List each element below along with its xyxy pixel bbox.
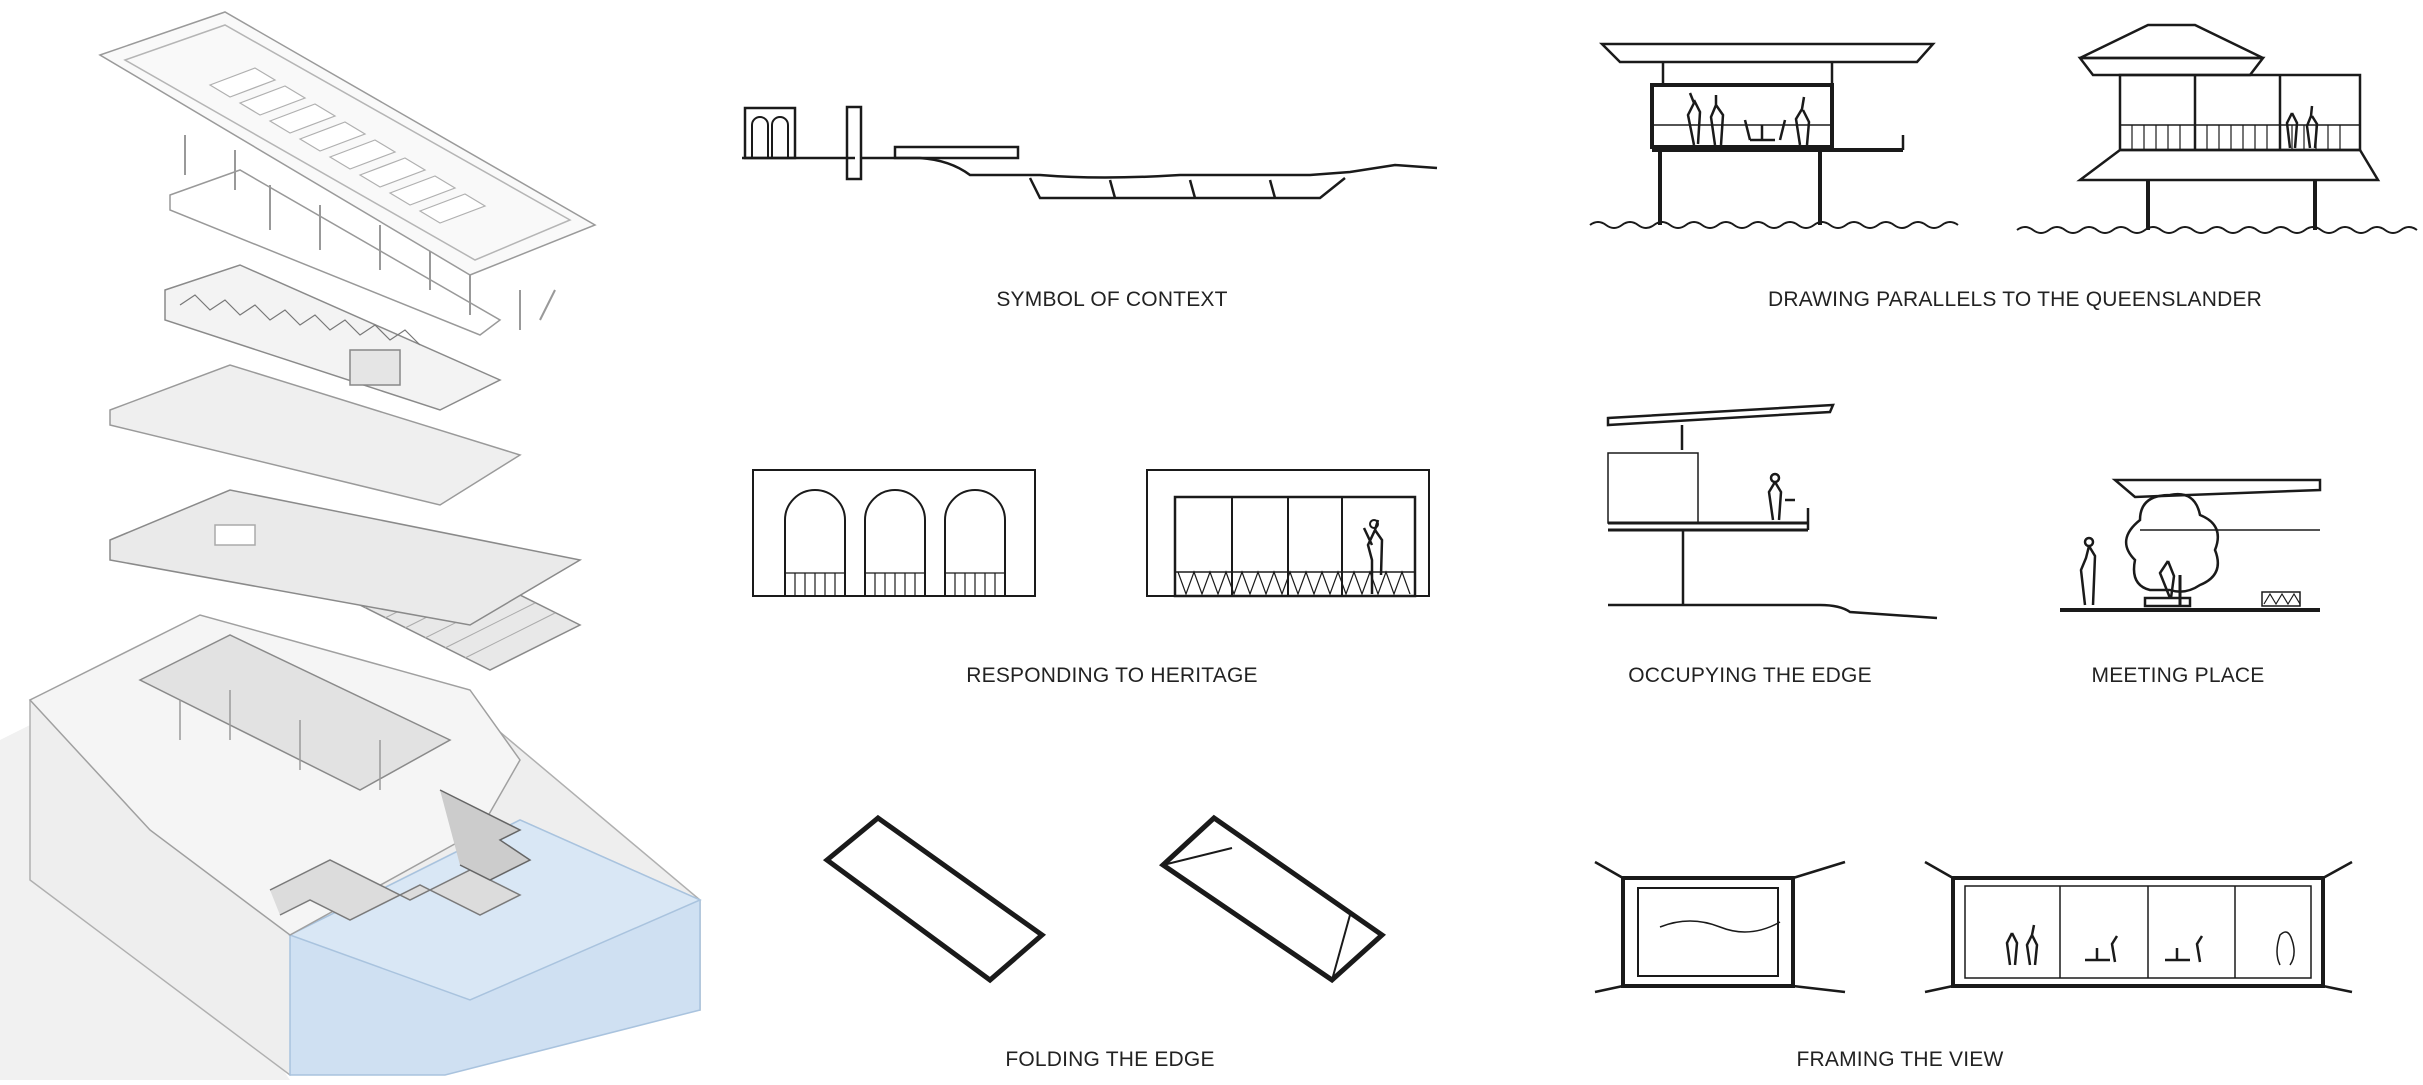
queenslander-drawing: [1590, 25, 2417, 233]
caption-symbol-of-context: SYMBOL OF CONTEXT: [996, 288, 1227, 312]
edge-person-head: [1771, 474, 1779, 482]
frame-right-perspective-4: [2323, 986, 2352, 992]
frame-right-perspective-1: [1925, 862, 1953, 878]
meeting-person-1: [2081, 546, 2095, 605]
axo-slab-void: [215, 525, 255, 545]
caption-occupying-the-edge: OCCUPYING THE EDGE: [1628, 664, 1872, 688]
pavilion-water-line: [1590, 222, 1958, 228]
frame-right-tree: [2277, 932, 2294, 965]
frame-left-perspective-1: [1595, 862, 1623, 878]
edge-person: [1769, 482, 1795, 520]
context-ground-line: [861, 158, 1437, 178]
pavilion-person-1: [1688, 93, 1700, 145]
heritage-truss: [1178, 572, 1410, 594]
frame-left-perspective-2: [1793, 862, 1845, 878]
frame-right-table-1: [2085, 936, 2117, 962]
meeting-person-1-head: [2085, 538, 2093, 546]
pavilion-table: [1745, 120, 1785, 140]
meeting-planter-truss: [2264, 594, 2300, 604]
context-wall: [847, 107, 861, 179]
context-bed-seg-1: [1110, 180, 1115, 198]
caption-folding-the-edge: FOLDING THE EDGE: [1005, 1048, 1214, 1072]
context-bed-seg-2: [1190, 180, 1195, 198]
frame-left-inner: [1638, 888, 1778, 976]
context-bed-seg-3: [1270, 180, 1275, 198]
responding-to-heritage-drawing: [753, 470, 1429, 596]
frame-right-outer: [1953, 878, 2323, 986]
pavilion-roof: [1602, 44, 1933, 62]
queenslander-eave: [2080, 58, 2263, 75]
fold-plane-folded: [1163, 818, 1382, 980]
context-platform: [895, 147, 1018, 158]
meeting-bench: [2145, 598, 2190, 606]
symbol-of-context-drawing: [742, 107, 1437, 198]
frame-left-perspective-4: [1793, 986, 1845, 992]
meeting-person-2: [2160, 561, 2174, 598]
heritage-person: [1364, 520, 1382, 594]
caption-meeting-place: MEETING PLACE: [2092, 664, 2265, 688]
frame-right-inner: [1965, 886, 2311, 978]
folding-the-edge-drawing: [827, 818, 1382, 980]
meeting-canopy: [2115, 480, 2320, 497]
queenslander-lower-roof: [2080, 150, 2378, 180]
framing-the-view-drawing: [1595, 862, 2352, 992]
axo-roof: [100, 12, 595, 275]
frame-right-perspective-3: [1925, 986, 1953, 992]
pavilion-person-2: [1711, 95, 1723, 145]
context-river-bed: [1030, 178, 1345, 198]
heritage-modern-glazing: [1175, 497, 1415, 596]
frame-right-table-2: [2165, 936, 2202, 962]
frame-left-horizon: [1660, 921, 1780, 932]
meeting-place-drawing: [2060, 480, 2320, 610]
edge-roof: [1608, 405, 1833, 425]
meeting-tree-canopy: [2126, 494, 2218, 592]
frame-right-people-1: [2007, 925, 2037, 965]
edge-ground: [1608, 605, 1937, 618]
caption-responding-to-heritage: RESPONDING TO HERITAGE: [966, 664, 1257, 688]
heritage-arch-balusters: [785, 573, 1005, 596]
exploded-axonometric: [0, 12, 700, 1080]
context-arches: [752, 117, 788, 158]
caption-framing-the-view: FRAMING THE VIEW: [1797, 1048, 2004, 1072]
queenslander-roof: [2080, 25, 2263, 58]
axo-core: [350, 350, 400, 385]
occupying-the-edge-drawing: [1608, 405, 1937, 618]
fold-plane-flat: [827, 818, 1042, 980]
frame-right-perspective-2: [2323, 862, 2352, 878]
queenslander-water-line: [2017, 227, 2417, 233]
edge-interior: [1608, 453, 1698, 523]
frame-left-outer: [1623, 878, 1793, 986]
pavilion-person-3: [1796, 97, 1809, 145]
frame-left-perspective-3: [1595, 986, 1623, 992]
caption-drawing-parallels: DRAWING PARALLELS TO THE QUEENSLANDER: [1768, 288, 2262, 312]
